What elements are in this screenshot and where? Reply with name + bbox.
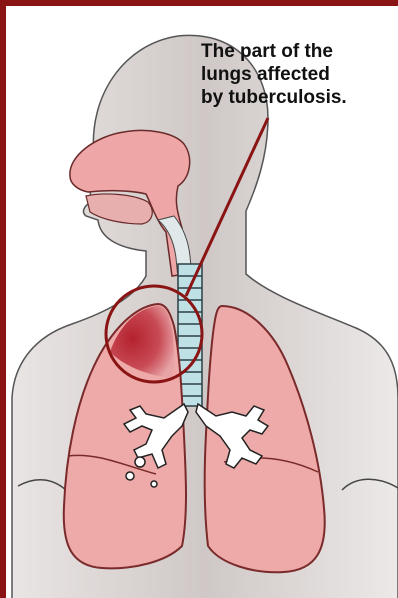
caption-line-1: The part of the xyxy=(201,40,396,63)
caption: The part of the lungs affected by tuberc… xyxy=(201,40,396,109)
caption-line-2: lungs affected xyxy=(201,63,396,86)
caption-line-3: by tuberculosis. xyxy=(201,86,396,109)
